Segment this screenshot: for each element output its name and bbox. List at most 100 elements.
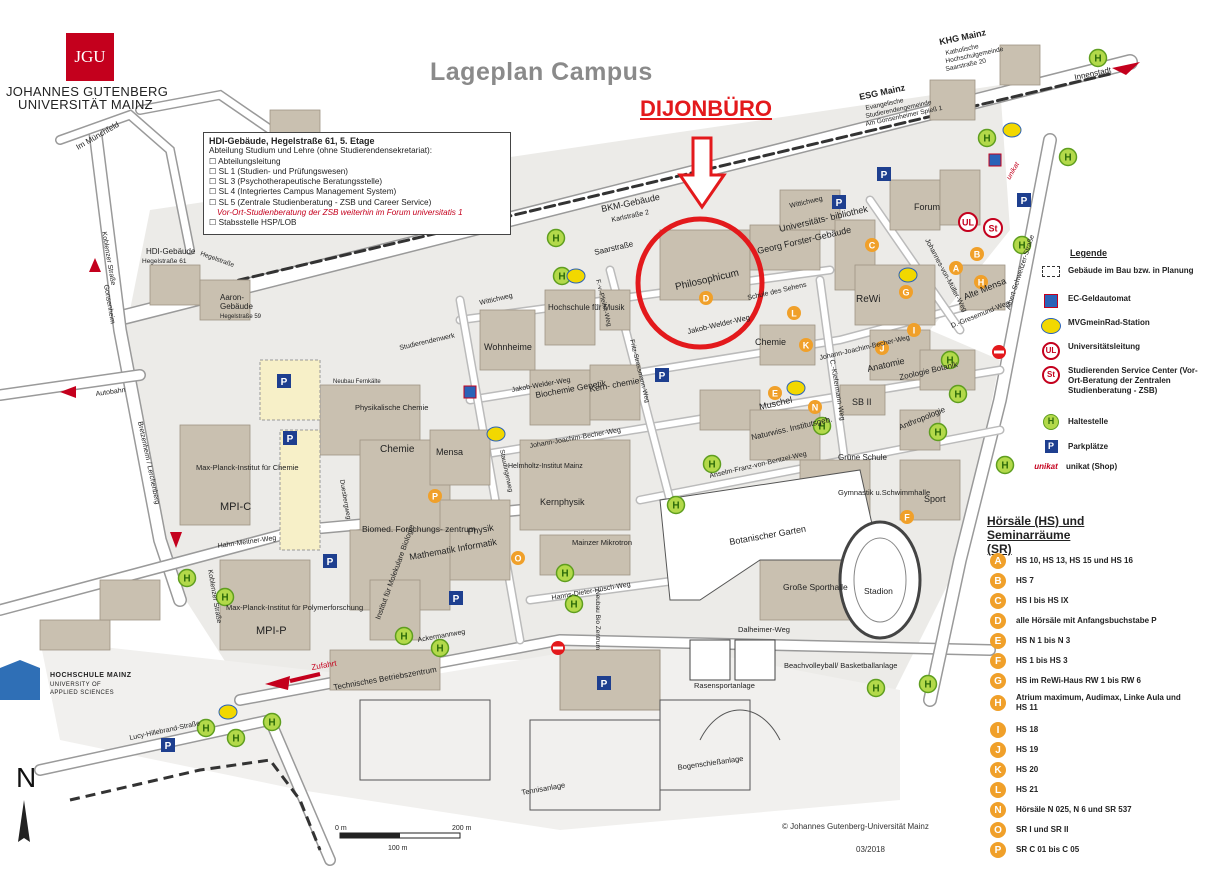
dashed-box-icon	[1042, 266, 1060, 277]
svg-text:H: H	[232, 734, 239, 745]
svg-text:N: N	[812, 403, 819, 413]
hs-legend-text: HS im ReWi-Haus RW 1 bis RW 6	[1016, 676, 1141, 685]
info-item: ☐ SL 4 (Integriertes Campus Management S…	[209, 187, 397, 197]
svg-text:H: H	[552, 234, 559, 245]
ul-icon: UL	[958, 212, 978, 232]
label-sport: Sport	[924, 494, 946, 504]
svg-text:H: H	[400, 632, 407, 643]
svg-text:P: P	[836, 198, 843, 209]
legend-text: Haltestelle	[1068, 417, 1109, 426]
ec-atm-icon	[1044, 294, 1058, 308]
legend-text: unikat (Shop)	[1066, 462, 1118, 471]
svg-text:F: F	[904, 513, 910, 523]
bus-stop-icon: H	[226, 728, 246, 748]
rasensport-field	[689, 639, 731, 681]
svg-text:D: D	[703, 294, 710, 304]
label-mpi-p-name: Max-Planck-Institut für Polymerforschung	[226, 603, 363, 612]
bike-station-icon	[566, 268, 586, 284]
info-heading: HDI-Gebäude, Hegelstraße 61, 5. Etage	[209, 136, 375, 146]
label-unikat: unikat	[1006, 160, 1022, 181]
legend-title: Legende	[1070, 248, 1108, 258]
svg-text:H: H	[978, 278, 985, 288]
label-hdi2: Hegelstraße 61	[142, 258, 187, 265]
label-ackermann: Ackermannweg	[417, 629, 466, 644]
dashed-path	[69, 758, 322, 851]
svg-text:P: P	[453, 594, 460, 605]
hs-marker-icon: G	[899, 285, 913, 299]
label-ckiefer: C.-Kiefermann-Weg	[828, 359, 846, 421]
svg-text:B: B	[974, 250, 981, 260]
svg-text:C: C	[869, 241, 876, 251]
label-bretzenheim: Bretzenheim / Lerchenberg	[136, 421, 160, 505]
hochschule-line2: UNIVERSITY OF	[50, 682, 102, 688]
label-muschel: Muschel	[758, 395, 793, 412]
hs-legend-text: HS 1 bis HS 3	[1016, 656, 1068, 665]
bus-stop-icon: H	[564, 594, 584, 614]
label-mainzer-mikrotron: Mainzer Mikrotron	[572, 538, 632, 547]
legend-text: MVGmeinRad-Station	[1068, 318, 1150, 327]
ec-atm-icon	[463, 385, 477, 399]
svg-text:P: P	[881, 170, 888, 181]
svg-text:E: E	[772, 389, 778, 399]
label-wittichweg2: Wittichweg	[479, 292, 514, 306]
label-wittichweg: Wittichweg	[789, 195, 824, 209]
hs-marker-icon: N	[808, 400, 822, 414]
bus-stop-icon: H	[262, 712, 282, 732]
svg-text:H: H	[558, 272, 565, 283]
bus-stop-icon: H	[940, 350, 960, 370]
label-hahn: Hahn-Meitner-Weg	[217, 535, 277, 550]
svg-text:H: H	[221, 593, 228, 604]
bus-stop-icon: H	[555, 563, 575, 583]
jgu-logo-line1: JOHANNES GUTENBERG	[6, 84, 169, 99]
label-khg: KHG Mainz	[938, 27, 987, 47]
svg-text:H: H	[1064, 153, 1071, 164]
ul-icon: UL	[1042, 342, 1060, 360]
hs-legend-text: HS 7	[1016, 576, 1034, 585]
info-subheading: Abteilung Studium und Lehre (ohne Studie…	[209, 146, 433, 156]
jgu-logo: JGU	[66, 33, 114, 81]
hs-marker-icon: E	[768, 386, 782, 400]
label-biomed: Biomed. Forschungs- zentrum	[362, 524, 476, 534]
label-aaron2: Gebäude	[220, 302, 253, 311]
label-jakob-welder: Jakob-Welder-Weg	[686, 313, 750, 336]
info-item: ☐ Abteilungsleitung	[209, 156, 281, 166]
label-jj-mueller: Johannes-von-Müller-Weg	[923, 238, 968, 314]
legend-row-parking: P Parkplätze	[1040, 440, 1108, 453]
label-dalheimer: Dalheimer-Weg	[738, 625, 790, 634]
label-hdhusch: Hanns-Dieter-Hüsch-Weg	[551, 581, 631, 602]
bus-stop-icon: H	[1012, 235, 1032, 255]
highlight-arrow	[677, 136, 727, 210]
label-mpi-p: MPI-P	[256, 625, 287, 637]
no-entry-icon	[992, 345, 1006, 359]
label-forum: Forum	[914, 202, 940, 212]
hs-letter-icon: P	[990, 842, 1006, 858]
hdi-info-box: HDI-Gebäude, Hegelstraße 61, 5. Etage Ab…	[203, 132, 511, 235]
svg-text:H: H	[268, 718, 275, 729]
label-chemie2: Chemie	[380, 444, 415, 455]
hs-legend-text: HS I bis HS IX	[1016, 596, 1069, 605]
hs-marker-icon: F	[900, 510, 914, 524]
label-aaron: Aaron-	[220, 293, 244, 302]
hs-marker-icon: A	[949, 261, 963, 275]
arrow-gonsenheim	[89, 258, 101, 272]
map-date: 03/2018	[856, 845, 885, 854]
hs-marker-icon: I	[907, 323, 921, 337]
hs-letter-icon: J	[990, 742, 1006, 758]
hs-legend-text: SR I und SR II	[1016, 825, 1069, 834]
info-item: ☐ SL 3 (Psychotherapeutische Beratungsst…	[209, 177, 383, 187]
svg-text:K: K	[803, 341, 810, 351]
label-kernphysik: Kernphysik	[540, 497, 585, 507]
north-arrow	[18, 800, 30, 842]
svg-text:A: A	[953, 264, 960, 274]
label-mensa: Mensa	[436, 447, 463, 457]
svg-text:St: St	[989, 224, 998, 234]
label-mathematik: Mathematik Informatik	[409, 537, 498, 562]
hs-letter-icon: H	[990, 695, 1006, 711]
